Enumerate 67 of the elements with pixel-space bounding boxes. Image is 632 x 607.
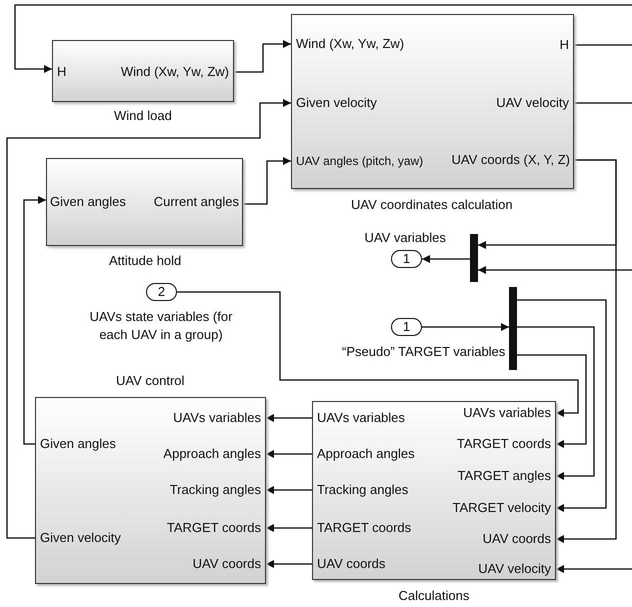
port-label: UAVs variables [317,410,405,426]
signal-arrow [243,157,291,205]
port-label: UAV coords (X, Y, Z) [452,152,570,168]
port-label: Approach angles [163,446,261,462]
block-name: “Pseudo” TARGET variables [342,343,506,361]
subsystem-block [46,158,243,246]
port-label: UAV coords [317,556,386,572]
port-label: UAV angles (pitch, yaw) [296,152,424,168]
port-label: Current angles [154,194,239,210]
signal-arrow [266,450,312,458]
signal-arrow [266,524,312,532]
port-label: Wind (Xw, Yw, Zw) [120,64,229,80]
port-label: H [560,36,569,52]
signal-arrow [23,196,46,445]
signal-arrow [6,99,291,539]
port-label: Given velocity [40,530,121,546]
port-number: 1 [402,318,412,334]
mux-bar [470,234,478,282]
port-label: Wind (Xw, Yw, Zw) [296,36,404,52]
subsystem-block [312,401,556,580]
signal-arrow [556,565,632,573]
signal-arrow [177,291,579,417]
port-label: Tracking angles [317,482,408,498]
port-label: Given angles [40,436,116,452]
signal-arrow [517,354,587,448]
signal-arrow [266,560,312,568]
port-label: UAVs variables [173,410,261,426]
signal-arrow [517,299,607,512]
port-label: Approach angles [317,446,415,462]
port-label: UAV velocity [496,94,569,110]
mux-bar [509,287,517,370]
port-label: UAV velocity [478,560,551,576]
port-number: 2 [156,284,166,298]
block-name: Attitude hold [109,252,182,270]
block-name: UAV variables [364,229,446,247]
port-label: Given velocity [296,94,377,110]
port-label: UAV coords [192,556,261,572]
port-label: UAVs variables [463,404,551,420]
subsystem-block [35,397,266,584]
subsystem-block [291,14,574,189]
signal-line [574,44,632,46]
subsystem-block [52,40,234,102]
port-label: TARGET coords [317,520,412,536]
port-label: TARGET coords [166,520,261,536]
port-label: TARGET coords [456,436,551,452]
signal-arrow [556,159,617,543]
block-name: UAV control [116,372,184,390]
port-label: H [57,64,66,80]
block-name: UAV coordinates calculation [351,196,513,214]
port-number: 1 [402,250,412,266]
port-label: TARGET velocity [452,500,551,516]
signal-arrow [422,255,470,263]
port-label: Tracking angles [170,482,261,498]
block-name: Wind load [114,107,172,125]
block-name: UAVs state variables (for each UAV in a group) [88,308,234,344]
signal-line [574,102,632,104]
signal-arrow [234,40,291,73]
port-label: Given angles [50,194,126,210]
signal-arrow [266,414,312,422]
block-name: Calculations [398,587,470,605]
port-label: TARGET angles [458,468,551,484]
signal-arrow [478,266,632,274]
signal-arrow [422,323,509,331]
port-label: UAV coords [482,530,551,546]
signal-arrow [14,4,632,73]
signal-arrow [266,486,312,494]
signal-arrow [517,326,595,480]
